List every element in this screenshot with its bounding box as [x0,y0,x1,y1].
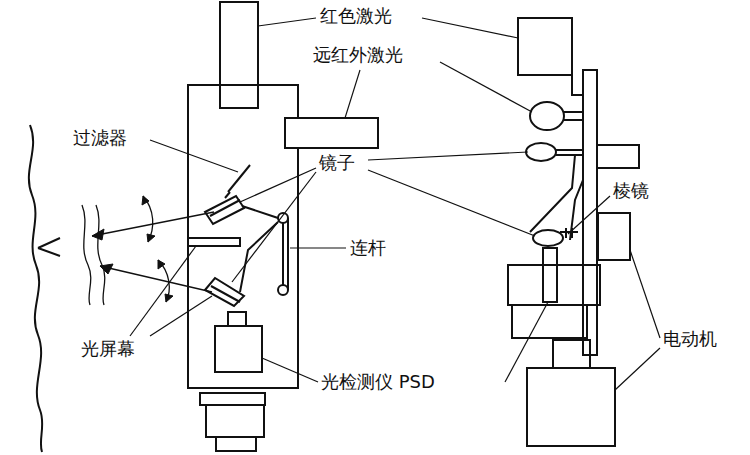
part-label: 远红外激光 [312,44,404,66]
part-label: 镜子 [318,152,356,174]
part-label: 过滤器 [72,127,128,149]
part-label: 光屏幕 [80,338,136,360]
part-label: 棱镜 [612,180,650,202]
part-label: 红色激光 [319,5,393,27]
part-label: 电动机 [662,328,718,350]
part-label: 连杆 [349,237,387,259]
part-label: 光检测仪 PSD [320,371,436,393]
